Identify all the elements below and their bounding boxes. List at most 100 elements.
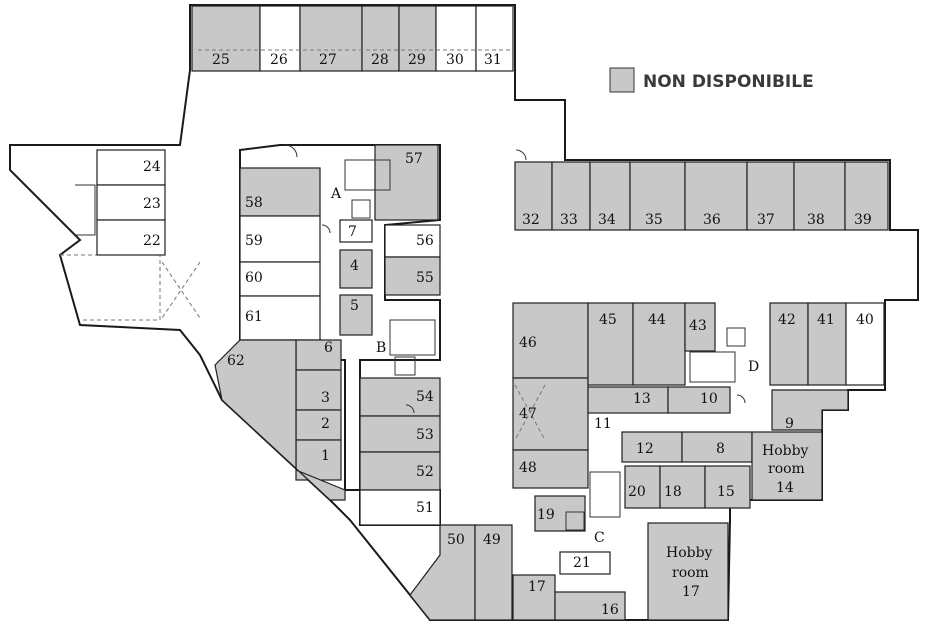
label-unit-28: 28 [371, 52, 389, 68]
unit-54[interactable] [359, 377, 441, 417]
unit-49[interactable] [474, 524, 513, 621]
unit-6[interactable] [295, 339, 342, 371]
unit-53[interactable] [359, 415, 441, 453]
label-unit-37: 37 [757, 212, 775, 228]
hobby-14-line2: room [768, 461, 805, 477]
label-unit-4: 4 [350, 258, 359, 274]
label-unit-57: 57 [405, 151, 423, 167]
label-unit-15: 15 [717, 484, 735, 500]
label-unit-5: 5 [350, 298, 359, 314]
label-unit-30: 30 [446, 52, 464, 68]
unit-16[interactable] [554, 591, 626, 621]
hobby-17-line3: 17 [682, 584, 700, 600]
unit-12[interactable] [621, 431, 683, 463]
unit-26[interactable] [259, 5, 301, 72]
unit-31[interactable] [475, 5, 514, 72]
unit-48[interactable] [512, 449, 589, 489]
label-unit-18: 18 [664, 484, 682, 500]
unit-4[interactable] [339, 249, 373, 289]
label-unit-13: 13 [633, 391, 651, 407]
unit-9[interactable] [771, 389, 849, 431]
label-unit-33: 33 [560, 212, 578, 228]
unit-13[interactable] [587, 386, 669, 414]
door-swings [284, 144, 746, 414]
lift-c [565, 511, 585, 531]
unit-33[interactable] [551, 161, 591, 231]
label-unit-7: 7 [348, 224, 357, 240]
unit-62[interactable] [214, 339, 346, 501]
label-unit-31: 31 [484, 52, 502, 68]
label-unit-22: 22 [143, 233, 161, 249]
label-stair-b: B [376, 340, 386, 356]
unit-17[interactable] [512, 574, 556, 621]
unit-51[interactable] [359, 489, 441, 526]
unit-10[interactable] [667, 386, 731, 414]
label-unit-25: 25 [212, 52, 230, 68]
label-unit-49: 49 [483, 532, 501, 548]
unit-19[interactable] [534, 495, 586, 532]
unit-21[interactable] [559, 551, 611, 575]
unit-56[interactable] [384, 224, 441, 258]
unit-18[interactable] [659, 465, 706, 509]
unit-3[interactable] [295, 369, 342, 411]
stair-d [689, 351, 736, 383]
unit-40[interactable] [845, 302, 885, 386]
unit-58[interactable] [239, 167, 321, 217]
unit-42[interactable] [769, 302, 809, 386]
label-unit-59: 59 [245, 233, 263, 249]
label-unit-51: 51 [416, 500, 434, 516]
label-unit-41: 41 [817, 312, 835, 328]
unit-39[interactable] [844, 161, 889, 231]
label-unit-61: 61 [245, 309, 263, 325]
hobby-17-line1: Hobby [666, 545, 713, 561]
unit-43[interactable] [684, 302, 716, 352]
unit-36[interactable] [684, 161, 748, 231]
unit-7[interactable] [339, 219, 373, 243]
unit-22[interactable] [96, 219, 166, 256]
hobby-14-line1: Hobby [762, 443, 809, 459]
unit-50[interactable] [409, 524, 476, 621]
lift-d [726, 327, 746, 347]
hobby-room-14[interactable] [751, 431, 823, 501]
unit-44[interactable] [632, 302, 686, 386]
label-unit-56: 56 [416, 233, 434, 249]
unit-38[interactable] [793, 161, 846, 231]
label-unit-8: 8 [716, 441, 725, 457]
unit-52[interactable] [359, 451, 441, 491]
unit-24[interactable] [96, 149, 166, 186]
label-unit-52: 52 [416, 464, 434, 480]
unit-55[interactable] [384, 256, 441, 296]
unit-30[interactable] [435, 5, 477, 72]
hobby-room-17[interactable] [647, 522, 729, 621]
unit-32[interactable] [514, 161, 553, 231]
label-unit-50: 50 [447, 532, 465, 548]
label-unit-55: 55 [416, 270, 434, 286]
unit-57[interactable] [374, 144, 439, 221]
unit-2[interactable] [295, 409, 342, 441]
stair-b [389, 319, 436, 356]
unit-59[interactable] [239, 215, 321, 263]
unit-23[interactable] [96, 184, 166, 221]
label-stair-d: D [748, 359, 759, 375]
label-unit-26: 26 [270, 52, 288, 68]
unit-8[interactable] [681, 431, 753, 463]
unit-45[interactable] [587, 302, 634, 386]
unit-37[interactable] [746, 161, 795, 231]
label-unit-60: 60 [245, 270, 263, 286]
unit-29[interactable] [398, 5, 437, 72]
label-unit-48: 48 [519, 460, 537, 476]
unit-15[interactable] [704, 465, 751, 509]
label-unit-3: 3 [321, 390, 330, 406]
unit-47[interactable] [512, 377, 589, 451]
label-unit-29: 29 [408, 52, 426, 68]
unit-5[interactable] [339, 294, 373, 336]
stair-a [344, 159, 391, 191]
label-unit-27: 27 [319, 52, 337, 68]
unit-20[interactable] [624, 465, 661, 509]
label-unit-40: 40 [856, 312, 874, 328]
label-unit-21: 21 [573, 555, 591, 571]
unit-47-cross [514, 384, 546, 441]
unit-35[interactable] [629, 161, 686, 231]
left-ramp-cross [161, 261, 201, 319]
